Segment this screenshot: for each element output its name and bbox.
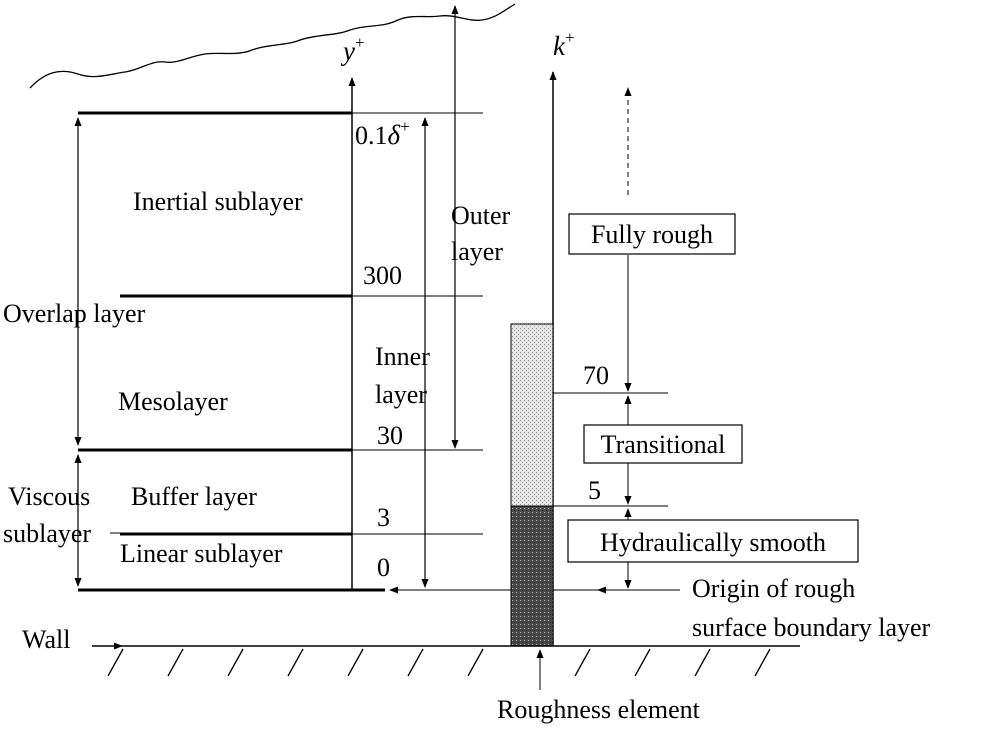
label-buffer-layer: Buffer layer [131,482,257,511]
wall-label: Wall [22,625,70,654]
wall-hatching [107,648,771,677]
hydraulically-smooth-box [567,519,859,563]
k-plus-axis-label: k+ [553,28,575,61]
transitional-box [583,424,743,464]
origin-label-line2: surface boundary layer [692,613,931,642]
transitional-label: Transitional [601,430,726,459]
y-plus-axis-label: y+ [340,33,365,66]
tick-label-delta: 0.1δ+ [355,117,410,150]
fully-rough-label: Fully rough [591,220,713,249]
tick-label-3: 3 [377,503,390,532]
k-tick-label-5: 5 [588,476,601,505]
label-viscous-line2: sublayer [3,519,91,548]
k-tick-label-70: 70 [583,361,609,390]
origin-label-line1: Origin of rough [692,574,855,603]
label-mesolayer: Mesolayer [118,387,228,416]
roughness-element-lower [510,505,554,647]
label-outer-line2: layer [451,237,503,266]
roughness-element-label: Roughness element [497,695,701,724]
label-inertial-sublayer: Inertial sublayer [133,187,303,216]
roughness-element-upper [510,323,554,507]
label-inner-line2: layer [375,380,427,409]
tick-label-300: 300 [363,261,402,290]
label-outer-line1: Outer [451,201,511,230]
tick-label-0: 0 [377,553,390,582]
label-overlap-layer: Overlap layer [3,299,146,328]
hydraulically-smooth-label: Hydraulically smooth [600,528,826,557]
fully-rough-box [568,213,736,255]
tick-label-30: 30 [377,421,403,450]
label-viscous-line1: Viscous [8,482,90,511]
label-inner-line1: Inner [375,342,430,371]
free-surface-line [29,3,516,89]
label-linear-sublayer: Linear sublayer [120,539,283,568]
